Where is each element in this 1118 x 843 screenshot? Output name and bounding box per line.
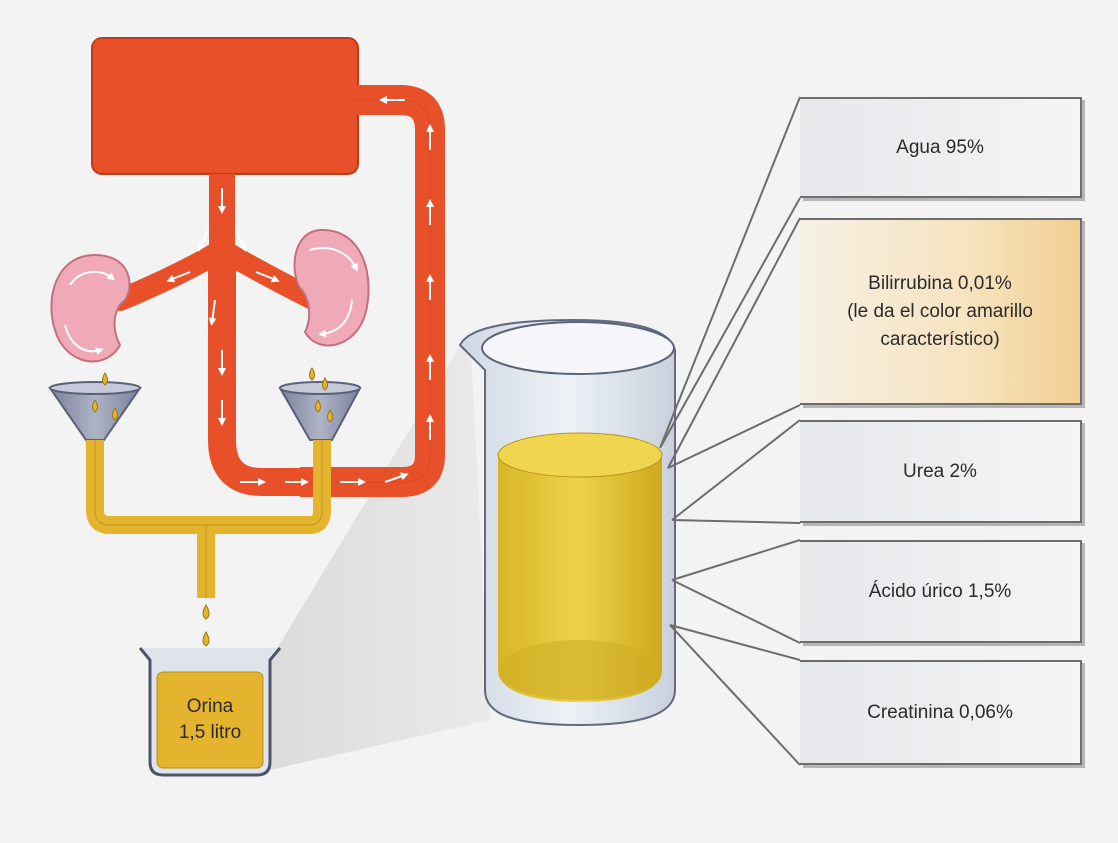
orina-line2: 1,5 litro xyxy=(178,722,242,743)
component-bilirrubina: Bilirrubina 0,01% (le da el color amaril… xyxy=(800,218,1082,405)
small-beaker xyxy=(138,647,282,777)
component-bilirrubina-line3: característico) xyxy=(880,328,1000,350)
component-bilirrubina-line2: (le da el color amarillo xyxy=(847,300,1033,322)
collecting-tube xyxy=(86,440,331,598)
orina-label: Orina 1,5 litro xyxy=(150,694,270,746)
component-urea-text: Urea 2% xyxy=(903,460,977,482)
heart-block xyxy=(91,37,359,175)
component-creatinina: Creatinina 0,06% xyxy=(800,660,1082,765)
component-acido-urico-text: Ácido úrico 1,5% xyxy=(868,580,1012,602)
artery-left-branch xyxy=(109,239,233,311)
flow-arrows xyxy=(166,96,434,486)
kidney-left xyxy=(50,253,131,363)
component-agua-text: Agua 95% xyxy=(896,136,984,158)
callout-lines xyxy=(659,96,801,766)
component-agua: Agua 95% xyxy=(800,97,1082,198)
kidney-right xyxy=(293,228,370,347)
funnel-right xyxy=(278,381,362,441)
orina-line1: Orina xyxy=(186,696,234,717)
component-creatinina-text: Creatinina 0,06% xyxy=(867,701,1013,723)
component-acido-urico: Ácido úrico 1,5% xyxy=(800,540,1082,643)
component-urea: Urea 2% xyxy=(800,420,1082,523)
urine-drops xyxy=(92,367,333,647)
large-beaker xyxy=(458,318,676,727)
component-bilirrubina-line1: Bilirrubina 0,01% xyxy=(868,272,1012,294)
